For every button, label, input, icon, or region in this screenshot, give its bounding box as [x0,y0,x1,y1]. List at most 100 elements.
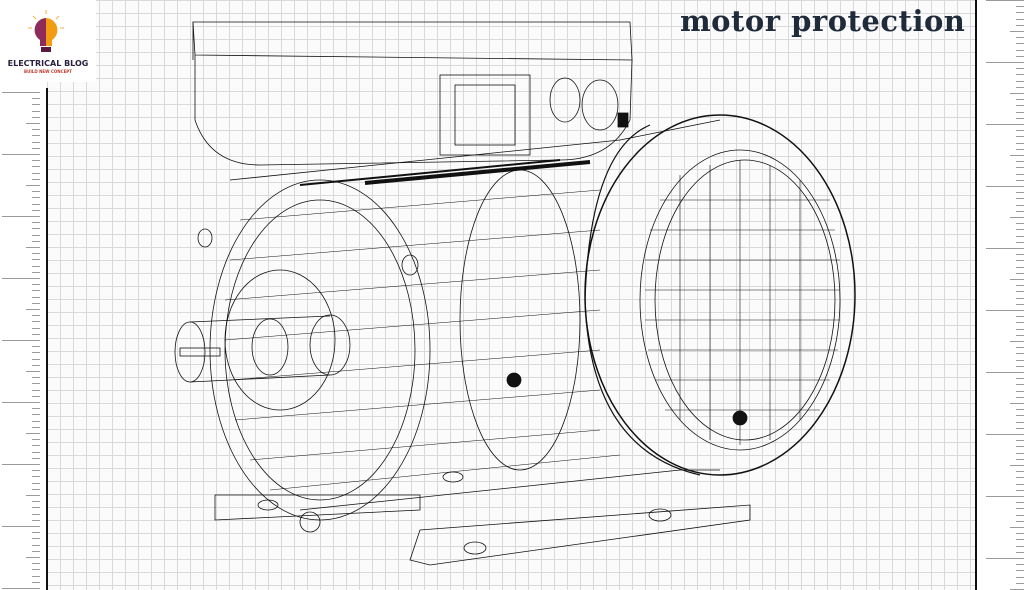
ruler-tick [32,333,40,335]
ruler-tick [1016,192,1024,194]
ruler-tick [1010,93,1024,94]
ruler-tick [32,302,40,304]
ruler-tick [1016,334,1024,336]
ruler-tick [32,135,40,137]
grid-background [47,0,976,590]
ruler-tick [1016,347,1024,349]
ruler-tick [2,464,40,465]
ruler-tick [1016,545,1024,547]
ruler-tick [32,296,40,298]
ruler-tick [1016,477,1024,479]
ruler-tick [1016,452,1024,454]
ruler-tick [1016,117,1024,119]
ruler-tick [32,191,40,193]
ruler-tick [26,433,40,434]
ruler-tick [32,346,40,348]
ruler-tick [2,588,40,589]
ruler-tick [32,197,40,199]
ruler-tick [1016,210,1024,212]
ruler-tick [32,575,40,577]
ruler-tick [1016,471,1024,473]
ruler-tick [1016,260,1024,262]
terminal-box [192,21,633,166]
ruler-tick [986,186,1024,187]
ruler-tick [1016,446,1024,448]
ruler-tick [32,110,40,112]
ruler-tick [1010,217,1024,218]
ruler-tick [1016,80,1024,82]
ruler-tick [32,389,40,391]
ruler-tick [1016,390,1024,392]
ruler-tick [1016,142,1024,144]
ruler-tick [26,557,40,558]
ruler-tick [32,507,40,509]
ruler-tick [986,558,1024,559]
ruler-tick [32,544,40,546]
ruler-tick [1016,235,1024,237]
ruler-tick [1016,86,1024,88]
ruler-tick [32,414,40,416]
ruler-tick [1016,365,1024,367]
ruler-tick [1016,582,1024,584]
ruler-tick [1016,49,1024,51]
ruler-tick [32,532,40,534]
ruler-tick [1016,440,1024,442]
ruler-tick [1016,111,1024,113]
ruler-tick [32,513,40,515]
ruler-tick [32,327,40,329]
ruler-tick [26,371,40,372]
ruler-tick [32,439,40,441]
ruler-tick [1016,6,1024,8]
left-border-line [46,88,48,590]
ruler-tick [1016,551,1024,553]
logo-tagline: BUILD NEW CONCEPT [24,69,72,74]
ruler-tick [26,247,40,248]
ruler-tick [26,185,40,186]
ruler-tick [986,0,1024,1]
ruler-tick [1016,539,1024,541]
ruler-tick [1016,427,1024,429]
ruler-tick [1016,378,1024,380]
ruler-tick [32,358,40,360]
ruler-tick [2,154,40,155]
ruler-tick [1010,31,1024,32]
ruler-tick [32,315,40,317]
ruler-tick [1016,254,1024,256]
ruler-tick [1016,514,1024,516]
ruler-tick [986,62,1024,63]
ruler-tick [1016,43,1024,45]
ruler-tick [32,116,40,118]
ruler-tick [1016,204,1024,206]
ruler-tick [32,519,40,521]
lifting-eye [549,77,629,131]
ruler-tick [1016,55,1024,57]
ruler-tick [1016,396,1024,398]
ruler-tick [1016,303,1024,305]
ruler-tick [32,160,40,162]
ruler-tick [32,550,40,552]
ruler-tick [32,538,40,540]
ruler-tick [32,445,40,447]
logo-name: ELECTRICAL BLOG [7,59,89,68]
ruler-tick [32,383,40,385]
ruler-tick [1010,527,1024,528]
ruler-tick [1016,328,1024,330]
ruler-tick [26,495,40,496]
ruler-tick [32,166,40,168]
ruler-tick [2,278,40,279]
ruler-tick [1016,223,1024,225]
ruler-tick [2,216,40,217]
ruler-tick [2,340,40,341]
ruler-tick [32,98,40,100]
ruler-tick [1016,353,1024,355]
ruler-tick [32,501,40,503]
ruler-tick [32,178,40,180]
ruler-tick [32,228,40,230]
ruler-tick [32,352,40,354]
ruler-tick [1016,179,1024,181]
ruler-tick [32,284,40,286]
ruler-tick [32,395,40,397]
ruler-tick [1016,409,1024,411]
ruler-tick [26,123,40,124]
ruler-tick [32,271,40,273]
